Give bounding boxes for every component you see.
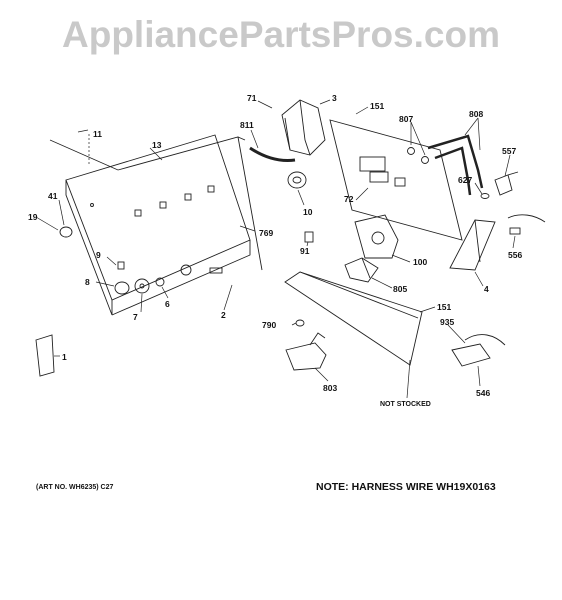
part-label-803: 803 xyxy=(323,383,337,393)
part-label-807: 807 xyxy=(399,114,413,124)
water-inlet-hoses-part xyxy=(407,134,484,196)
part-label-100: 100 xyxy=(413,257,427,267)
mounting-bracket-part xyxy=(281,99,326,156)
backsplash-part xyxy=(329,119,463,241)
part-label-72: 72 xyxy=(344,194,354,204)
knob-8-part xyxy=(114,281,130,295)
part-label-1: 1 xyxy=(62,352,67,362)
part-label-808: 808 xyxy=(469,109,483,119)
part-label-2: 2 xyxy=(221,310,226,320)
leader-lines xyxy=(35,99,516,399)
dial-7-part xyxy=(134,278,150,294)
part-label-8: 8 xyxy=(85,277,90,287)
watermark-logo: AppliancePartsPros.com xyxy=(62,14,500,55)
part-labels: 71 3 151 807 808 811 11 13 557 627 72 10… xyxy=(28,93,522,398)
wire-connector-part xyxy=(507,214,546,235)
end-cap-part xyxy=(449,219,496,271)
part-label-41: 41 xyxy=(48,191,58,201)
part-label-7: 7 xyxy=(133,312,138,322)
part-label-805: 805 xyxy=(393,284,407,294)
part-label-9: 9 xyxy=(96,250,101,260)
pressure-switch-part xyxy=(287,171,307,189)
rear-support-part xyxy=(284,271,423,366)
part-label-10: 10 xyxy=(303,207,313,217)
part-label-19: 19 xyxy=(28,212,38,222)
timer-part xyxy=(354,214,399,259)
part-label-790: 790 xyxy=(262,320,276,330)
part-label-3: 3 xyxy=(332,93,337,103)
control-panel-part xyxy=(65,134,263,316)
knob-19-part xyxy=(59,226,73,238)
nut-part xyxy=(295,319,305,327)
plug-part xyxy=(480,193,490,199)
harness-part xyxy=(451,334,506,367)
part-label-151: 151 xyxy=(370,101,384,111)
clip-part xyxy=(304,231,314,243)
part-label-557: 557 xyxy=(502,146,516,156)
sensor-part xyxy=(494,171,519,196)
button-9-part xyxy=(117,261,125,270)
part-label-769: 769 xyxy=(259,228,273,238)
part-label-4: 4 xyxy=(484,284,489,294)
bracket-803-part xyxy=(285,332,327,371)
part-label-13: 13 xyxy=(152,140,162,150)
switch-assembly-part xyxy=(344,257,379,283)
part-label-6: 6 xyxy=(165,299,170,309)
art-number: (ART NO. WH6235) C27 xyxy=(36,484,114,491)
knob-6-part xyxy=(155,277,165,287)
hose-part xyxy=(249,146,296,162)
part-label-935: 935 xyxy=(440,317,454,327)
part-label-151b: 151 xyxy=(437,302,451,312)
part-label-71: 71 xyxy=(247,93,257,103)
not-stocked-label: NOT STOCKED xyxy=(380,401,431,408)
harness-note: NOTE: HARNESS WIRE WH19X0163 xyxy=(316,481,496,493)
manual-part xyxy=(35,334,55,377)
part-label-811: 811 xyxy=(240,120,254,130)
part-label-556: 556 xyxy=(508,250,522,260)
part-label-627: 627 xyxy=(458,175,472,185)
part-label-546: 546 xyxy=(476,388,490,398)
part-label-91: 91 xyxy=(300,246,310,256)
part-label-11: 11 xyxy=(93,129,102,139)
